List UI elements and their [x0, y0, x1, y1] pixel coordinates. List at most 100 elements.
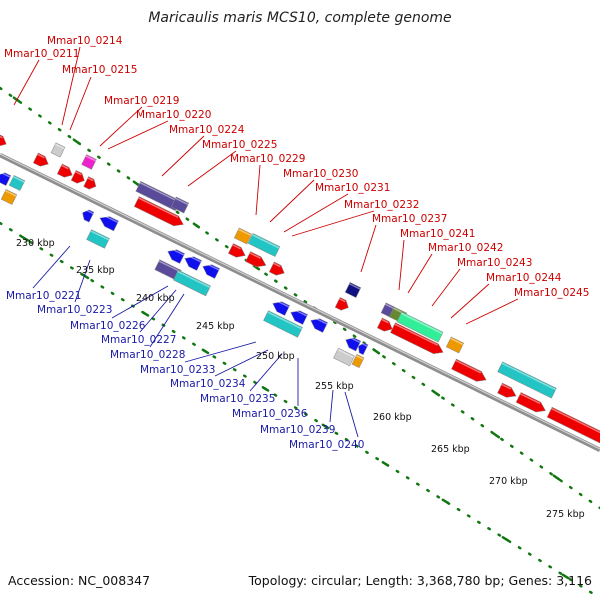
gene-0245[interactable]: [497, 361, 557, 399]
gene-0244[interactable]: [451, 358, 488, 385]
scale-label-250: 250 kbp: [256, 351, 295, 362]
callout-f0241: [398, 239, 405, 291]
gene-label-mmar10-0226[interactable]: Mmar10_0226: [70, 320, 146, 332]
major-tick: [201, 348, 210, 355]
gene-0233[interactable]: [270, 299, 290, 316]
gene-label-mmar10-0241[interactable]: Mmar10_0241: [400, 228, 475, 240]
gene-label-mmar10-0231[interactable]: Mmar10_0231: [315, 182, 390, 194]
gene-0224[interactable]: [133, 196, 186, 230]
gene-label-mmar10-0211[interactable]: Mmar10_0211: [4, 48, 79, 60]
gene-0233c[interactable]: [308, 316, 328, 333]
gene-label-mmar10-0215[interactable]: Mmar10_0215: [62, 64, 137, 76]
gene-label-mmar10-0237[interactable]: Mmar10_0237: [372, 213, 447, 225]
gene-label-mmar10-0245[interactable]: Mmar10_0245: [514, 287, 589, 299]
gene-0226b[interactable]: [182, 254, 202, 271]
callout-r0235: [249, 353, 283, 392]
callout-r0221: [32, 245, 71, 289]
gene-0241[interactable]: [396, 311, 444, 343]
callout-f0229: [255, 164, 261, 216]
gene-label-mmar10-0233[interactable]: Mmar10_0233: [140, 364, 215, 376]
gene-label-mmar10-0230[interactable]: Mmar10_0230: [283, 168, 358, 180]
gene-0231[interactable]: [268, 261, 286, 278]
gene-0214[interactable]: [70, 170, 87, 185]
major-tick: [561, 573, 570, 580]
gene-0219[interactable]: [135, 181, 181, 211]
gene-label-mmar10-0239[interactable]: Mmar10_0239: [260, 424, 335, 436]
gene-label-mmar10-0227[interactable]: Mmar10_0227: [101, 334, 176, 346]
gene-0240[interactable]: [356, 341, 369, 356]
callout-f0215: [69, 76, 92, 131]
gene-label-mmar10-0232[interactable]: Mmar10_0232: [344, 199, 419, 211]
forward-gene-labels: Mmar10_0214 Mmar10_0211 Mmar10_0215 Mmar…: [4, 35, 589, 299]
gene-0236[interactable]: [351, 353, 365, 369]
scale-label-265: 265 kbp: [431, 444, 470, 455]
gene-0233f[interactable]: [334, 297, 351, 312]
gene-label-mmar10-0224[interactable]: Mmar10_0224: [169, 124, 245, 136]
gene-r0201[interactable]: [8, 175, 26, 191]
scale-label-255: 255 kbp: [315, 381, 354, 392]
gene-label-mmar10-0221[interactable]: Mmar10_0221: [6, 290, 81, 302]
gene-0247[interactable]: [546, 406, 600, 457]
gene-0243[interactable]: [445, 336, 465, 354]
outer-tick-track: [0, 86, 600, 510]
gene-0235[interactable]: [333, 347, 355, 367]
gene-label-mmar10-0234[interactable]: Mmar10_0234: [170, 378, 246, 390]
callout-f0231: [283, 193, 349, 233]
gene-label-mmar10-0235[interactable]: Mmar10_0235: [200, 393, 275, 405]
gene-0225[interactable]: [233, 227, 253, 245]
gene-0242[interactable]: [390, 322, 445, 358]
gene-0216[interactable]: [83, 176, 99, 192]
callout-f0219: [99, 106, 143, 147]
gene-r0202[interactable]: [0, 189, 18, 205]
gene-label-mmar10-0244[interactable]: Mmar10_0244: [486, 272, 562, 284]
gene-label-mmar10-0242[interactable]: Mmar10_0242: [428, 242, 503, 254]
gene-0228[interactable]: [173, 269, 211, 297]
gene-0226c[interactable]: [200, 262, 220, 279]
genome-backbone-highlight: [0, 153, 600, 450]
gene-0229[interactable]: [247, 233, 281, 257]
gene-0234[interactable]: [263, 310, 303, 338]
gene-0222[interactable]: [97, 213, 119, 232]
gene-label-mmar10-0243[interactable]: Mmar10_0243: [457, 257, 532, 269]
major-tick: [132, 180, 141, 187]
gene-0211[interactable]: [32, 152, 50, 169]
major-tick: [552, 474, 561, 481]
gene-0221[interactable]: [80, 208, 95, 223]
gene-0215[interactable]: [81, 154, 97, 170]
gene-r0200[interactable]: [0, 170, 12, 186]
gene-0230b[interactable]: [245, 251, 269, 271]
callout-r0228: [149, 293, 185, 348]
gene-0226[interactable]: [165, 247, 185, 264]
gene-features: [0, 132, 600, 457]
scale-label-260: 260 kbp: [373, 412, 412, 423]
major-tick: [141, 311, 150, 317]
gene-0236f[interactable]: [376, 317, 394, 334]
callout-f0242: [407, 253, 433, 294]
gene-label-mmar10-0229[interactable]: Mmar10_0229: [230, 153, 305, 165]
major-tick: [261, 386, 270, 392]
gene-label-mmar10-0228[interactable]: Mmar10_0228: [110, 349, 185, 361]
gene-0212[interactable]: [50, 142, 66, 158]
gene-0239[interactable]: [343, 335, 362, 352]
gene-label-mmar10-0240[interactable]: Mmar10_0240: [289, 439, 364, 451]
gene-0210[interactable]: [0, 132, 9, 149]
callout-f0225: [187, 150, 237, 187]
gene-label-mmar10-0236[interactable]: Mmar10_0236: [232, 408, 308, 420]
gene-0233b[interactable]: [288, 308, 308, 325]
gene-0220[interactable]: [170, 196, 190, 214]
gene-0232[interactable]: [344, 282, 362, 298]
gene-label-mmar10-0219[interactable]: Mmar10_0219: [104, 95, 179, 107]
gene-0230[interactable]: [228, 243, 247, 261]
gene-0244b[interactable]: [497, 382, 518, 401]
genome-summary-text: Topology: circular; Length: 3,368,780 bp…: [248, 573, 592, 588]
gene-label-mmar10-0223[interactable]: Mmar10_0223: [37, 304, 112, 316]
gene-0213[interactable]: [56, 163, 74, 180]
gene-label-mmar10-0220[interactable]: Mmar10_0220: [136, 109, 211, 121]
major-tick: [441, 498, 450, 505]
gene-label-mmar10-0225[interactable]: Mmar10_0225: [202, 139, 277, 151]
callout-f0230: [269, 179, 315, 223]
gene-0246[interactable]: [515, 392, 548, 415]
gene-0223[interactable]: [86, 229, 110, 249]
gene-label-mmar10-0214[interactable]: Mmar10_0214: [47, 35, 123, 47]
